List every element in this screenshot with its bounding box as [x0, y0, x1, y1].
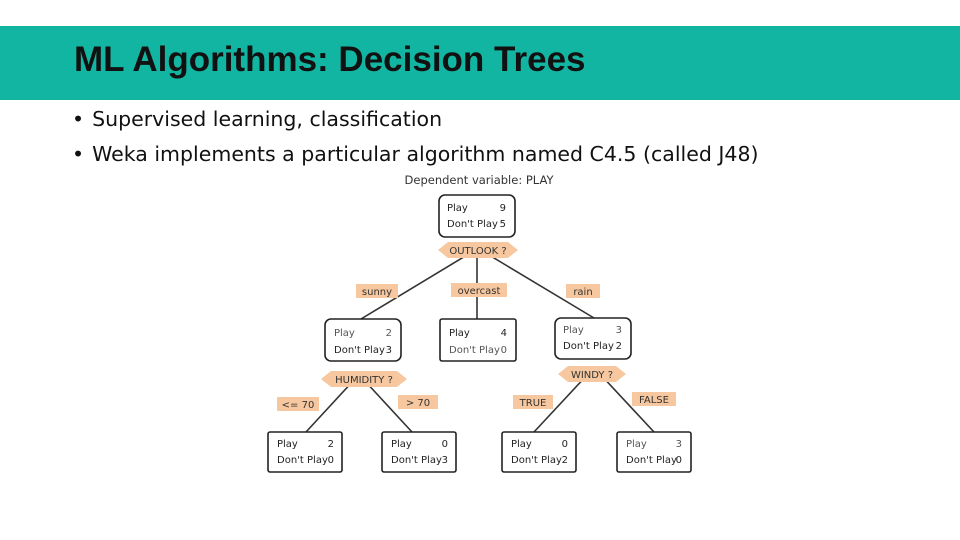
node-value-play: 0 [442, 439, 448, 450]
node-value-play: 3 [676, 439, 682, 450]
edge-label-rain: rain [566, 284, 600, 298]
node-label-play: Play [447, 203, 468, 214]
node-value-dont-play: 0 [328, 455, 334, 466]
node-value-play: 9 [500, 203, 506, 214]
node-label-play: Play [277, 439, 298, 450]
node-label-dont-play: Don't Play [449, 345, 500, 356]
edge-label-text: rain [573, 287, 592, 298]
node-label-dont-play: Don't Play [277, 455, 328, 466]
node-label-dont-play: Don't Play [511, 455, 562, 466]
node-value-dont-play: 3 [442, 455, 448, 466]
tree-node-humidity-low: Play 2 Don't Play 0 [267, 431, 343, 473]
edge-label-windy-true: TRUE [513, 395, 553, 409]
node-value-dont-play: 2 [562, 455, 568, 466]
node-label-dont-play: Don't Play [391, 455, 442, 466]
node-value-dont-play: 3 [386, 345, 392, 356]
node-value-dont-play: 2 [616, 341, 622, 352]
node-value-play: 0 [562, 439, 568, 450]
edge-root-sunny [355, 251, 473, 323]
edge-label-sunny: sunny [356, 284, 398, 298]
title-bar [0, 26, 960, 100]
edge-sunny-high [363, 379, 413, 433]
edge-label-text: overcast [458, 286, 501, 297]
edge-label-text: > 70 [406, 398, 430, 409]
node-value-dont-play: 5 [500, 219, 506, 230]
node-label-play: Play [626, 439, 647, 450]
tree-node-overcast: Play 4 Don't Play 0 [439, 318, 517, 362]
dependent-variable-label: Dependent variable: PLAY [405, 173, 555, 187]
edge-label-humidity-high: > 70 [398, 395, 438, 409]
tree-node-sunny: Play 2 Don't Play 3 [324, 318, 402, 362]
edge-root-rain [483, 251, 595, 319]
node-label-dont-play: Don't Play [334, 345, 385, 356]
edge-label-windy-false: FALSE [632, 392, 676, 406]
edge-rain-false [599, 373, 655, 433]
node-label-dont-play: Don't Play [447, 219, 498, 230]
node-value-dont-play: 0 [676, 455, 682, 466]
split-label: OUTLOOK ? [449, 246, 506, 257]
edge-label-text: <= 70 [282, 400, 315, 411]
edge-label-humidity-low: <= 70 [277, 397, 319, 411]
node-value-play: 2 [386, 328, 392, 339]
split-label: WINDY ? [571, 370, 613, 381]
edge-label-text: TRUE [519, 398, 547, 409]
edge-label-text: FALSE [639, 395, 669, 406]
edge-label-overcast: overcast [451, 283, 507, 297]
node-value-dont-play: 0 [501, 345, 507, 356]
tree-node-root: Play 9 Don't Play 5 [438, 194, 516, 238]
node-value-play: 3 [616, 325, 622, 336]
edge-rain-true [533, 373, 589, 433]
tree-node-humidity-high: Play 0 Don't Play 3 [381, 431, 457, 473]
edge-label-text: sunny [362, 287, 392, 298]
node-value-play: 2 [328, 439, 334, 450]
tree-node-rain: Play 3 Don't Play 2 [554, 317, 632, 360]
node-label-play: Play [511, 439, 532, 450]
bullet-item: Weka implements a particular algorithm n… [72, 139, 758, 174]
node-label-play: Play [449, 328, 470, 339]
node-label-dont-play: Don't Play [626, 455, 677, 466]
bullet-list: Supervised learning, classification Weka… [72, 104, 758, 174]
tree-node-windy-true: Play 0 Don't Play 2 [501, 431, 577, 473]
split-label: HUMIDITY ? [335, 375, 393, 386]
tree-node-windy-false: Play 3 Don't Play 0 [616, 431, 692, 473]
node-label-play: Play [391, 439, 412, 450]
slide-title: ML Algorithms: Decision Trees [74, 40, 586, 79]
node-label-dont-play: Don't Play [563, 341, 614, 352]
bullet-item: Supervised learning, classification [72, 104, 758, 139]
split-outlook: OUTLOOK ? [438, 242, 518, 258]
node-label-play: Play [334, 328, 355, 339]
node-value-play: 4 [501, 328, 507, 339]
split-windy: WINDY ? [558, 366, 626, 382]
split-humidity: HUMIDITY ? [321, 371, 407, 387]
node-label-play: Play [563, 325, 584, 336]
edge-sunny-low [305, 379, 355, 433]
